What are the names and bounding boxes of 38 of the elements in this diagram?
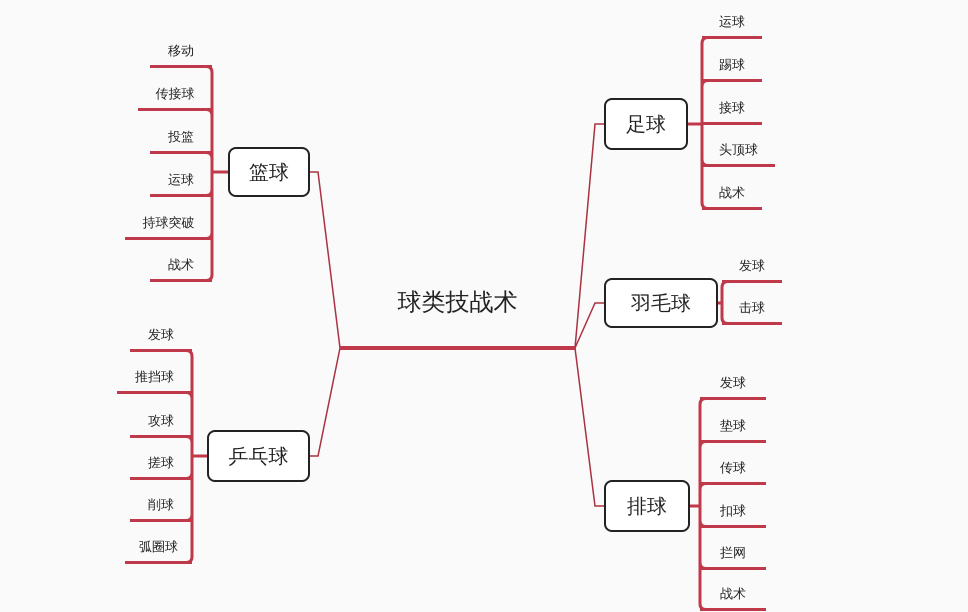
subtopic-label: 踢球 [702,52,762,82]
subtopic-label: 传球 [700,455,766,485]
category-box: 篮球 [228,147,310,197]
subtopic-label: 发球 [130,322,192,352]
subtopic-label: 运球 [150,167,212,197]
subtopic-label: 头顶球 [702,137,775,167]
subtopic-label: 发球 [700,370,766,400]
subtopic-label: 战术 [150,252,212,282]
connector-line [718,302,730,325]
subtopic-label: 扣球 [700,498,766,528]
subtopic-label: 削球 [130,492,192,522]
subtopic-label: 搓球 [130,450,192,480]
category-box: 羽毛球 [604,278,718,328]
subtopic-label: 垫球 [700,413,766,443]
connector-line [574,302,604,348]
subtopic-label: 接球 [702,95,762,125]
connector-line [310,348,341,457]
topic-heading: 球类技战术 [340,282,575,350]
subtopic-label: 拦网 [700,540,766,570]
subtopic-label: 运球 [702,9,762,39]
subtopic-label: 战术 [702,180,762,210]
subtopic-label: 移动 [150,38,212,68]
connector-line [310,171,341,348]
subtopic-label: 战术 [700,581,766,611]
subtopic-label: 发球 [722,253,782,283]
subtopic-label: 传接球 [138,81,212,111]
category-box: 排球 [604,480,690,532]
subtopic-label: 弧圈球 [125,534,192,564]
subtopic-label: 击球 [722,295,782,325]
subtopic-label: 持球突破 [125,210,212,240]
category-box: 足球 [604,98,688,150]
subtopic-label: 投篮 [150,124,212,154]
subtopic-label: 攻球 [130,408,192,438]
connector-line [574,123,604,348]
category-box: 乒乓球 [207,430,310,482]
subtopic-label: 推挡球 [117,364,192,394]
connector-line [574,348,604,507]
connector-line [718,280,730,304]
